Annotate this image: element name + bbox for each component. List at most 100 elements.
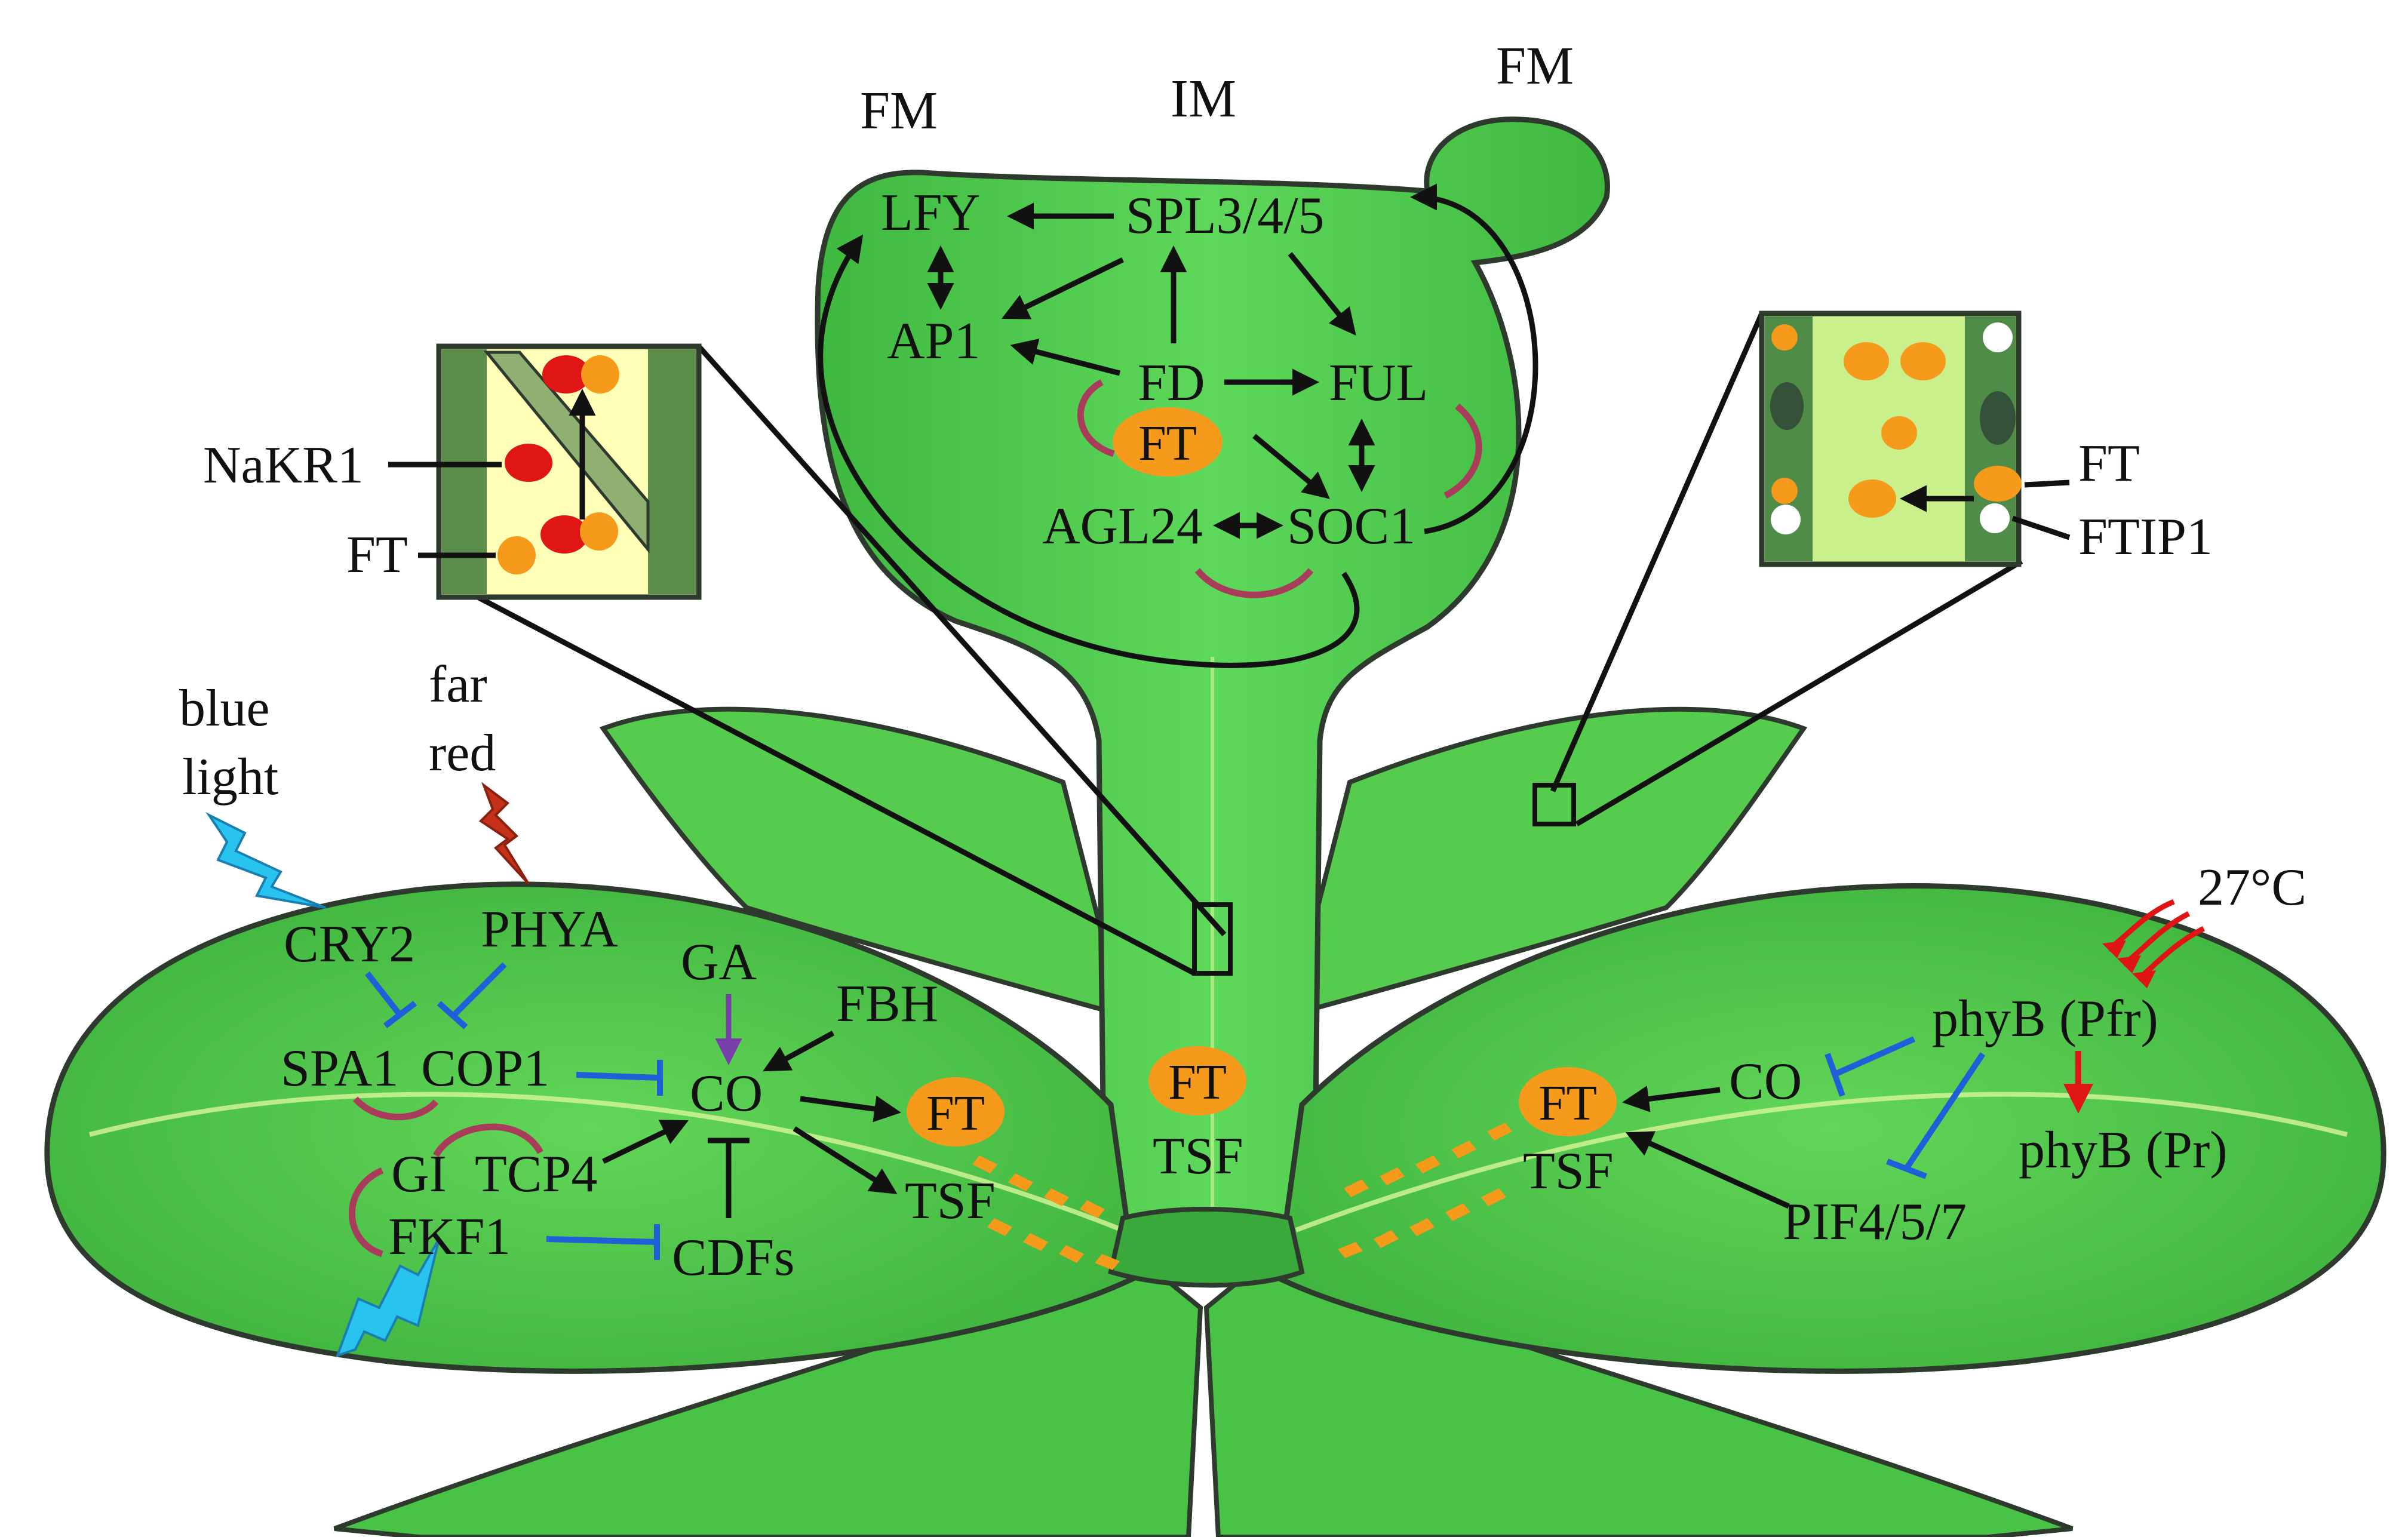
red-lightning-icon — [478, 782, 530, 885]
temperature-label: 27°C — [2198, 859, 2306, 917]
tsf-left-leaf-label: TSF — [905, 1172, 996, 1230]
lfy-label: LFY — [881, 184, 980, 242]
right-leaf-inhibition — [1825, 1036, 1986, 1179]
far-red-label-2: red — [429, 724, 496, 782]
arc-gi-fkf1 — [348, 1167, 384, 1258]
inset-left-orange-1 — [581, 355, 619, 394]
inset-left-connector-top — [696, 345, 1227, 936]
inhibit-phyb-pif — [1886, 1052, 1986, 1179]
inset-right-orange-2 — [1900, 342, 1946, 380]
blue-light-label-2: light — [182, 748, 278, 806]
signals: blue light far red 27°C — [179, 656, 2306, 1358]
inset-left-red-1 — [542, 355, 590, 394]
ft-stem-label: FT — [1168, 1055, 1227, 1110]
left-leaf-activation-arrows — [602, 1031, 901, 1194]
far-red-label-1: far — [429, 656, 487, 714]
arrow-soc1-lfy-loop — [818, 234, 1360, 668]
inset-right-white-b — [1983, 322, 2013, 352]
phyb-pr-label: phyB (Pr) — [2019, 1121, 2228, 1179]
heat-wave-arrowheads — [2102, 940, 2156, 988]
inflorescence-arrows — [818, 183, 1538, 668]
inset-right-nucleus-r — [1980, 391, 2016, 445]
arrow-fd-ap1 — [1010, 339, 1121, 376]
fd-label: FD — [1138, 354, 1205, 412]
left-leaf-inhibition — [365, 962, 663, 1260]
blue-lightning-icon — [205, 811, 326, 909]
stem-base — [1108, 1207, 1305, 1288]
ft-right-inset-label: FT — [2078, 435, 2140, 493]
arrow-fd-soc1 — [1252, 434, 1330, 499]
inset-right-orange-b — [1771, 478, 1798, 504]
arrow-co-tsf — [793, 1126, 898, 1194]
inset-right-orange-1 — [1844, 342, 1889, 380]
inhibit-fkf1-cdfs — [546, 1224, 660, 1260]
ftip1-pointer — [2011, 515, 2071, 540]
tcp4-label: TCP4 — [475, 1145, 597, 1203]
back-leaf-left — [599, 706, 1126, 1019]
arrow-spl-ful — [1288, 252, 1356, 336]
inflorescence-network: LFY SPL3/4/5 AP1 FD FUL FT AGL24 SOC1 — [818, 183, 1538, 668]
inhibit-cry2-spa1 — [365, 971, 417, 1028]
fbh-label: FBH — [836, 975, 938, 1033]
right-inset: FT FTIP1 — [1532, 311, 2213, 826]
inset-right-orange-4 — [1848, 479, 1896, 518]
ft-bubble-inflorescence — [1113, 407, 1223, 477]
ft-label-inflorescence: FT — [1138, 416, 1197, 471]
fm-right-label: FM — [1496, 36, 1574, 96]
left-leaf-vein — [89, 1092, 1124, 1232]
inset-left-connector-bottom — [476, 595, 1196, 976]
inhibit-phya-cop1 — [437, 962, 507, 1029]
nakr1-label: NaKR1 — [203, 436, 364, 494]
inset-left-red-2 — [505, 444, 552, 482]
ful-label: FUL — [1329, 354, 1428, 412]
arrow-tcp4-co — [602, 1120, 689, 1164]
arrow-co-ft — [800, 1095, 901, 1123]
fkf1-label: FKF1 — [388, 1208, 511, 1266]
spa1-label: SPA1 — [281, 1040, 398, 1098]
co-left-label: CO — [690, 1065, 763, 1123]
inset-right-white-a — [1771, 505, 1801, 534]
im-label: IM — [1171, 69, 1236, 128]
complex-arcs-left-leaf — [348, 1096, 543, 1258]
ga-label: GA — [681, 933, 757, 991]
inset-left-red-3 — [540, 515, 588, 554]
right-leaf — [1275, 883, 2386, 1374]
blue-lightning-icon-bottom — [335, 1238, 440, 1358]
blue-light-label-1: blue — [179, 680, 270, 737]
cdfs-label: CDFs — [672, 1229, 794, 1287]
ft-bubble-stem — [1148, 1046, 1246, 1115]
ft-right-inset-pointer — [2024, 479, 2070, 488]
arrow-co-ft-right — [1622, 1086, 1721, 1112]
phya-label: PHYA — [481, 900, 618, 958]
arrow-fbh-co — [763, 1031, 835, 1072]
left-inset: NaKR1 FT — [203, 343, 1233, 976]
right-leaf-network: FT TSF CO phyB (Pfr) phyB (Pr) PIF4/5/7 — [1338, 990, 2228, 1258]
inset-left-orange-2 — [580, 512, 618, 551]
leaf-sample-box — [1532, 783, 1576, 826]
inset-right-white-c — [1980, 503, 2010, 533]
inset-right-connector-bottom — [1575, 559, 2023, 826]
arc-spa1-cop1 — [352, 1096, 439, 1121]
fm-left-label: FM — [860, 81, 938, 140]
plant-illustration — [44, 116, 2386, 1537]
left-leaf — [44, 881, 1138, 1374]
arrow-spl-ap1 — [1001, 257, 1124, 319]
inhibit-cdfs-co — [708, 1138, 750, 1218]
arc-agl24-soc1 — [1194, 568, 1314, 598]
inhibit-phyb-co — [1825, 1036, 1916, 1097]
inset-right-orange-a — [1771, 324, 1798, 351]
right-leaf-vein — [1295, 1092, 2348, 1232]
cop1-label: COP1 — [421, 1040, 549, 1098]
ft-bubble-left-leaf — [907, 1077, 1005, 1146]
tsf-right-leaf-label: TSF — [1523, 1142, 1614, 1200]
ft-right-leaf-label: FT — [1538, 1075, 1597, 1131]
inset-right-orange-5 — [1974, 466, 2022, 502]
back-leaf-right — [1286, 706, 1808, 1019]
inset-right-connector-top — [1550, 312, 1765, 792]
ftip1-label: FTIP1 — [2078, 508, 2213, 566]
ft-transport-chevrons-left — [972, 1155, 1120, 1270]
soc1-label: SOC1 — [1287, 497, 1415, 555]
ft-transport-chevrons-right — [1338, 1123, 1512, 1258]
stem-sample-box — [1192, 902, 1233, 976]
